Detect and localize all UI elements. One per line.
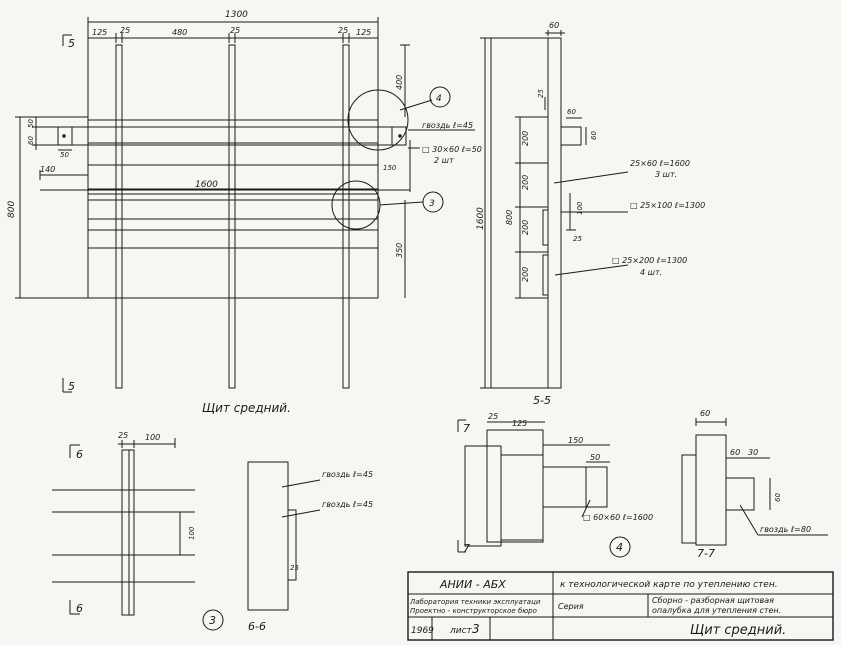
d4-callout-60x60: □ 60×60 ℓ=1600 xyxy=(583,513,653,522)
dim-140: 140 xyxy=(40,165,55,174)
d4-section-mark-top: 7 xyxy=(463,422,470,435)
d3-marker: 3 xyxy=(209,614,216,627)
dim-25-a: 25 xyxy=(120,26,130,35)
dim-125-right: 125 xyxy=(356,28,371,37)
dim-50-bottom: 50 xyxy=(60,151,69,159)
s5-dim-200b: 200 xyxy=(521,175,530,190)
section-mark-5-bottom: 5 xyxy=(68,380,75,393)
dim-60-left: 60 xyxy=(27,136,35,145)
s5-dim-800: 800 xyxy=(505,210,514,225)
section-6-6 xyxy=(247,461,321,611)
section-mark-5-top: 5 xyxy=(68,37,75,50)
dim-350: 350 xyxy=(395,243,404,258)
marker-4: 4 xyxy=(436,94,442,104)
s7-dim-60b: 60 xyxy=(730,448,740,457)
tb-sheet-no: 3 xyxy=(472,622,480,636)
d4-dim-150: 150 xyxy=(568,436,583,445)
d4-dim-125: 125 xyxy=(512,419,527,428)
s7-label: 7-7 xyxy=(697,547,715,560)
d4-dim-25: 25 xyxy=(488,412,498,421)
tb-sheet-label: лист xyxy=(449,626,473,636)
tb-description-1: Сборно - разборная щитовая xyxy=(652,596,774,605)
s7-nail-80: гвоздь ℓ=80 xyxy=(760,525,811,534)
dim-150: 150 xyxy=(383,164,397,172)
tb-org: АНИИ - АБХ xyxy=(439,578,506,591)
board-callout-30x60: □ 30×60 ℓ=50 xyxy=(422,145,482,154)
d3-section-mark-top: 6 xyxy=(76,448,83,461)
s5-dim-100: 100 xyxy=(576,201,584,215)
d3-dim-100v: 100 xyxy=(188,526,196,540)
title-block xyxy=(407,571,834,641)
d3-dim-100: 100 xyxy=(145,433,160,442)
s6-dim-25: 25 xyxy=(290,564,299,572)
s6-nail-2: гвоздь ℓ=45 xyxy=(322,500,373,509)
nail-callout-45: гвоздь ℓ=45 xyxy=(422,121,473,130)
s5-label: 5-5 xyxy=(533,394,551,407)
dim-25-c: 25 xyxy=(338,26,348,35)
d3-dim-25: 25 xyxy=(118,431,128,440)
s5-dim-60b: 60 xyxy=(567,108,576,116)
section-7-7 xyxy=(681,418,828,546)
tb-series: Серия xyxy=(558,602,584,611)
s5-dim-60: 60 xyxy=(549,21,559,30)
d4-dim-50: 50 xyxy=(590,453,600,462)
tb-subtitle: к технологической карте по утеплению сте… xyxy=(560,580,778,590)
detail-4 xyxy=(457,419,631,558)
marker-3: 3 xyxy=(429,199,435,209)
main-view-caption: Щит средний. xyxy=(202,401,291,415)
tb-dept1: Лаборатория техники эксплуатаци xyxy=(409,598,541,606)
s6-nail-1: гвоздь ℓ=45 xyxy=(322,470,373,479)
dim-1300: 1300 xyxy=(225,10,248,20)
section-5-5 xyxy=(480,30,629,389)
tb-description-2: опалубка для утепления стен. xyxy=(652,606,781,615)
s5-callout-25x200: □ 25×200 ℓ=1300 xyxy=(612,256,687,265)
tb-name: Щит средний. xyxy=(690,623,786,638)
s5-callout-25x100: □ 25×100 ℓ=1300 xyxy=(630,201,705,210)
s6-label: 6-6 xyxy=(248,620,266,633)
dim-1600: 1600 xyxy=(195,180,218,190)
s5-dim-200d: 200 xyxy=(521,267,530,282)
dim-800: 800 xyxy=(7,201,17,218)
s5-dim-25b: 25 xyxy=(573,235,582,243)
board-qty-callout: 2 шт xyxy=(434,156,454,165)
dim-50-left: 50 xyxy=(27,119,35,128)
dim-480: 480 xyxy=(172,28,187,37)
dim-25-b: 25 xyxy=(230,26,240,35)
d4-marker: 4 xyxy=(616,541,623,554)
s5-callout-25x200-qty: 4 шт. xyxy=(640,268,662,277)
tb-dept2: Проектно - конструкторское бюро xyxy=(410,607,537,615)
s5-dim-200c: 200 xyxy=(521,220,530,235)
dim-125-left: 125 xyxy=(92,28,107,37)
s5-dim-25: 25 xyxy=(537,89,545,98)
s7-dim-30: 30 xyxy=(748,448,758,457)
s5-dim-200a: 200 xyxy=(521,131,530,146)
s5-dim-1600: 1600 xyxy=(476,207,486,230)
s5-callout-25x60: 25×60 ℓ=1600 xyxy=(630,159,690,168)
d3-section-mark-bottom: 6 xyxy=(76,602,83,615)
s5-callout-25x60-qty: 3 шт. xyxy=(655,170,677,179)
s5-dim-60c: 60 xyxy=(590,131,598,140)
d4-section-mark-bottom: 7 xyxy=(463,542,470,555)
detail-3 xyxy=(52,438,224,631)
s7-dim-60v: 60 xyxy=(774,493,782,502)
s7-dim-60: 60 xyxy=(700,409,710,418)
tb-year: 1969 xyxy=(411,626,434,636)
main-view xyxy=(15,17,475,393)
dim-400: 400 xyxy=(395,75,404,90)
